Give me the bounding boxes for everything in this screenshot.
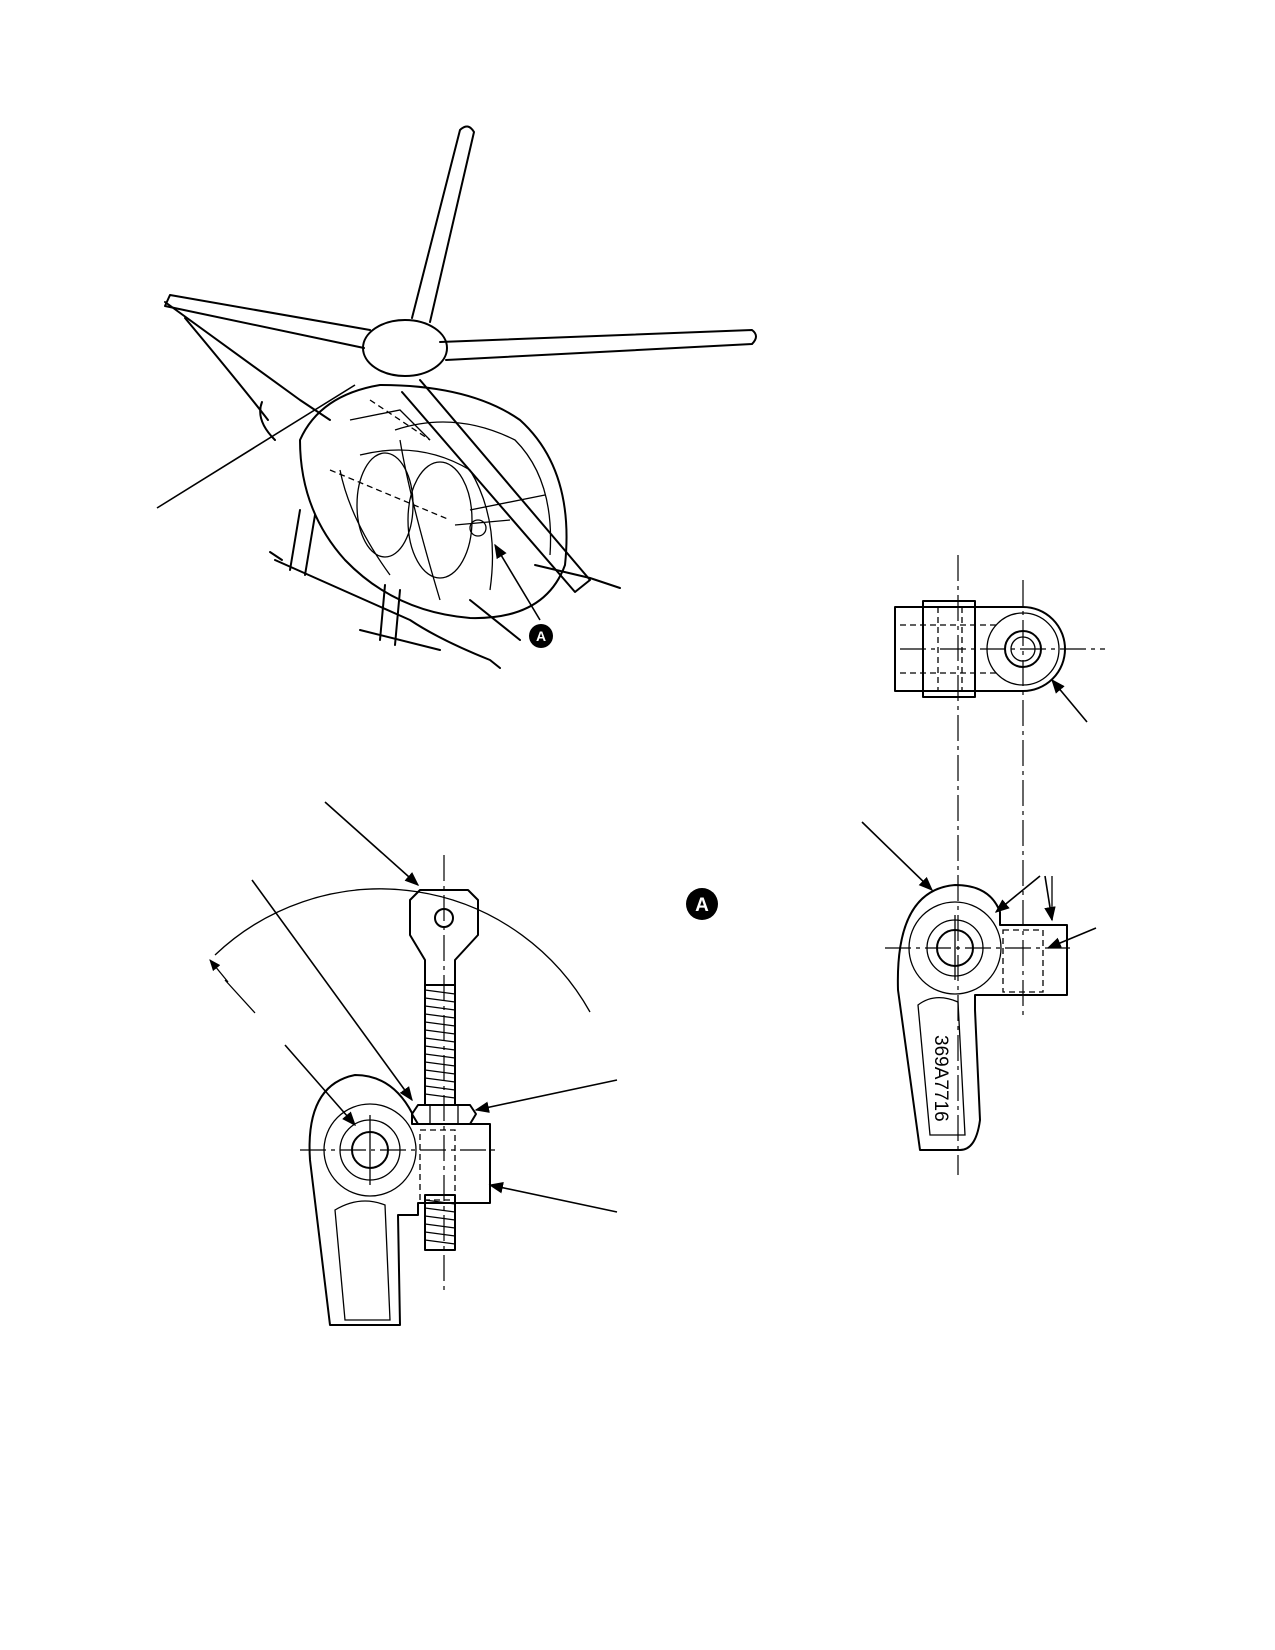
travel-angle-arc [214,888,591,1013]
bellcrank-top-view [894,555,1105,1175]
helicopter-leader-line [156,384,356,509]
helicopter-illustration [156,125,757,669]
detail-marker-letter: A [536,628,546,644]
detail-callout-circle: A [529,624,553,648]
part-number-label: 369A7716 [930,1035,951,1122]
crank-arm [300,1074,500,1326]
main-rotor-blades [164,125,757,593]
detail-a-leader-line [494,543,541,621]
detail-a-label: A [686,888,718,920]
bellcrank-with-rod-end-view [209,801,618,1326]
fuselage [299,384,568,620]
bellcrank-side-view: 369A7716 [861,821,1097,1151]
landing-gear [269,509,621,669]
detail-a-letter: A [695,895,709,916]
